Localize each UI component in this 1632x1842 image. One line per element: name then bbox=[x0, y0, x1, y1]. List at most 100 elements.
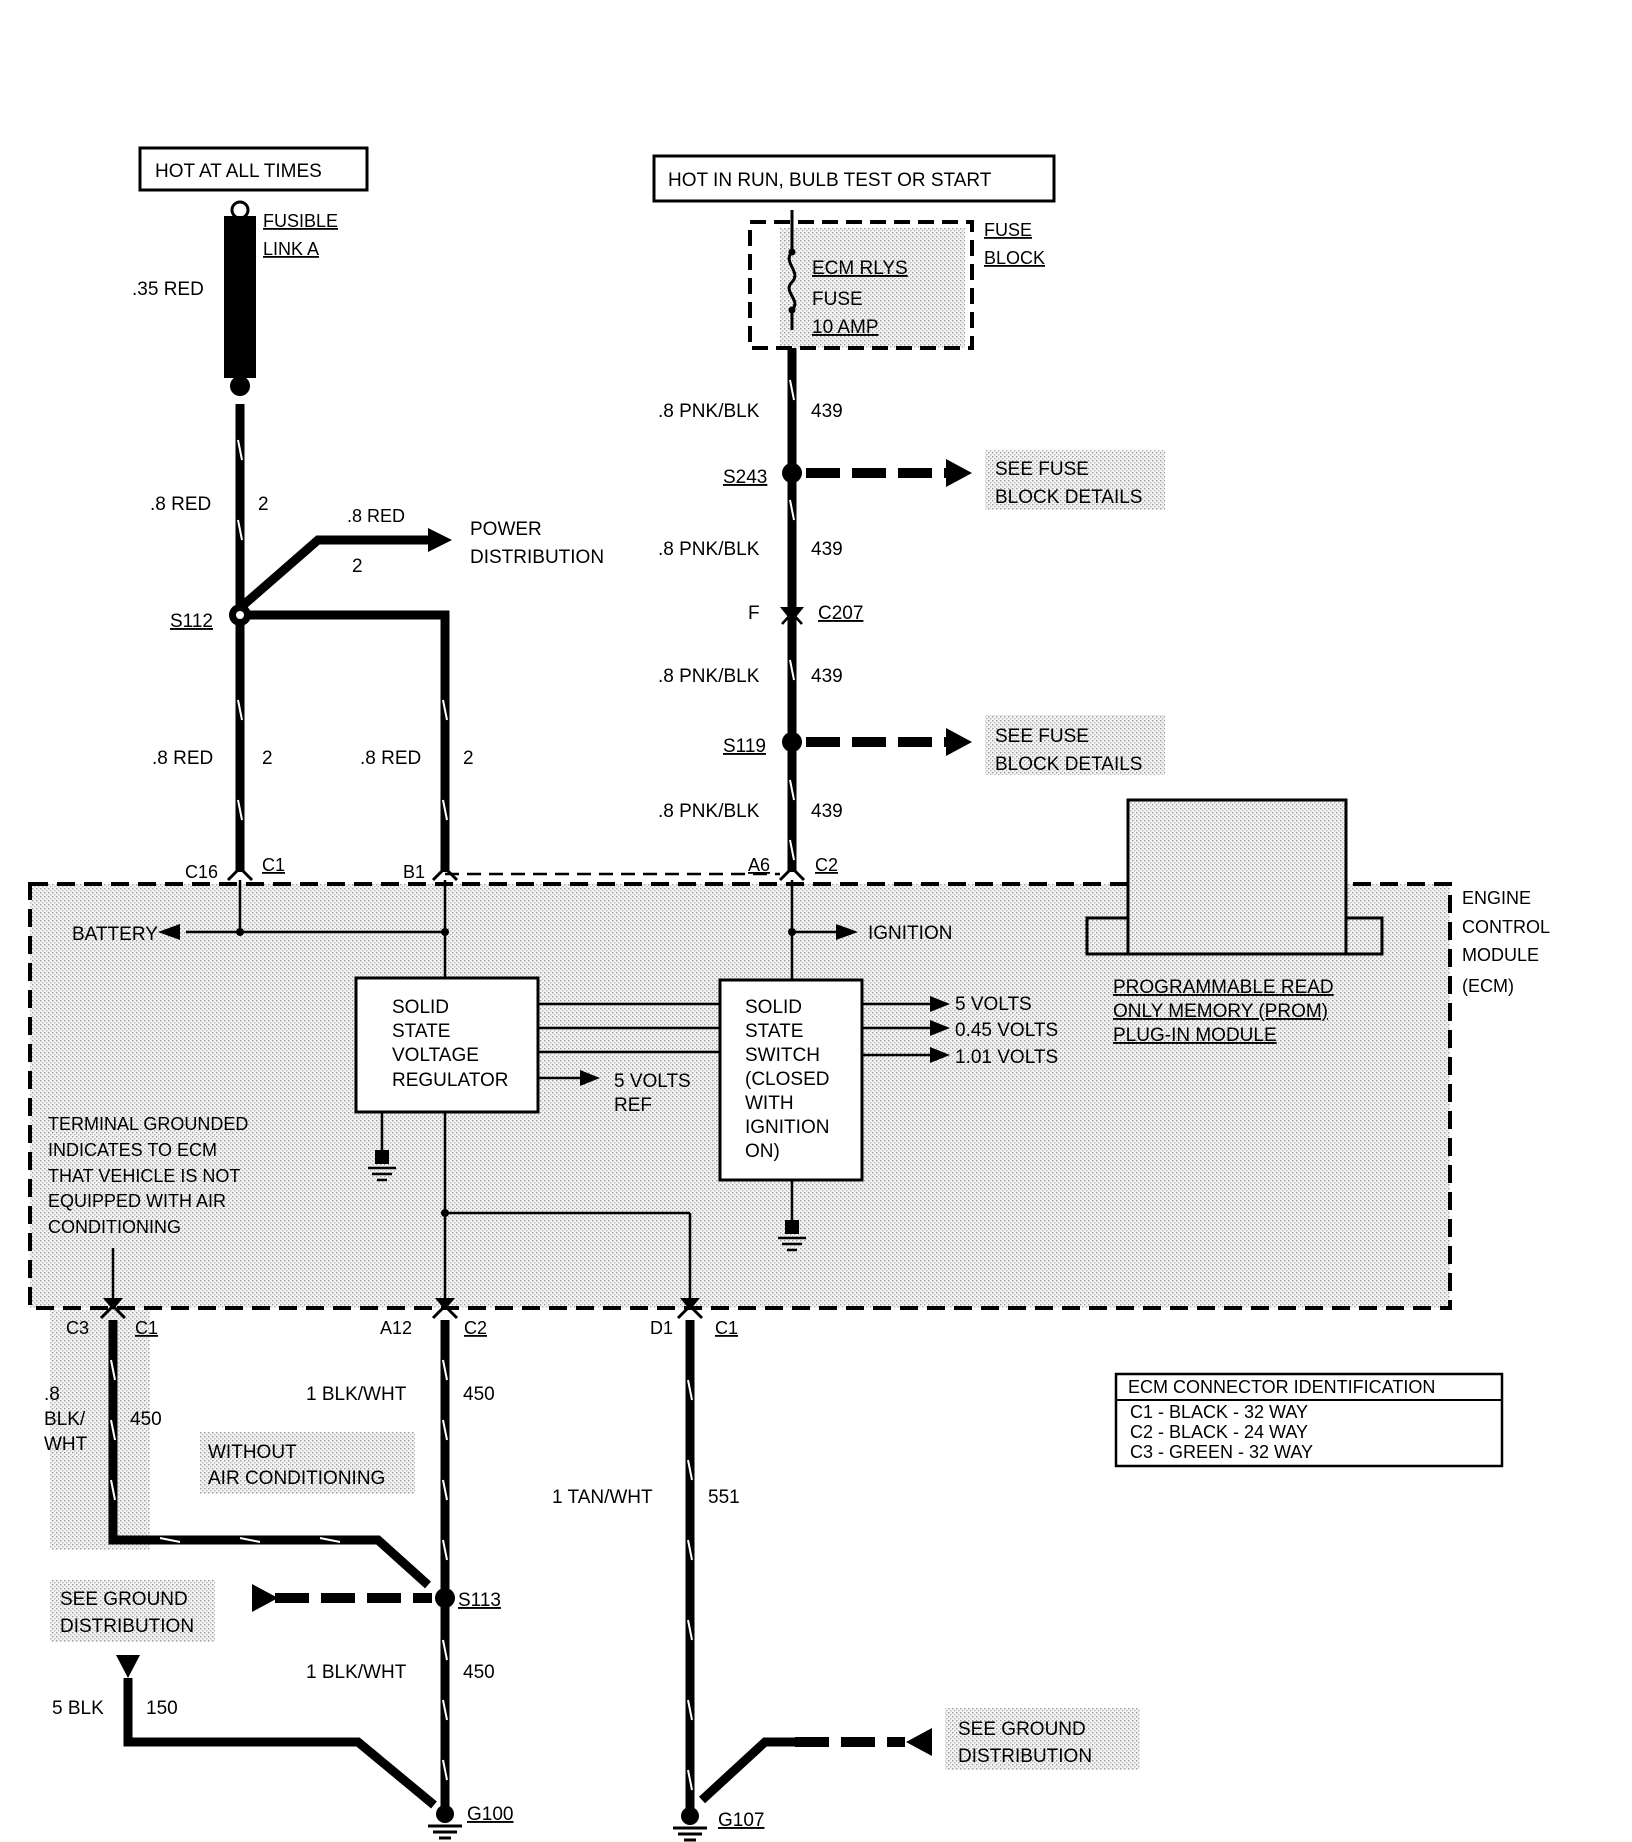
power-distribution-label-2: DISTRIBUTION bbox=[470, 547, 604, 568]
switch-label-6: IGNITION bbox=[745, 1117, 829, 1138]
wire-label-bw-1: .8 bbox=[44, 1384, 60, 1405]
ground-g100-symbol bbox=[428, 1805, 462, 1840]
hot-in-run-box bbox=[652, 154, 1056, 203]
splice-s113 bbox=[435, 1588, 455, 1608]
see-fuse-block-label-1a: SEE FUSE bbox=[995, 459, 1089, 480]
without-ac-label-1: WITHOUT bbox=[208, 1442, 297, 1463]
solid-state-switch bbox=[718, 978, 864, 1182]
ecm-bottom-connectors bbox=[99, 1298, 704, 1320]
prom-label-2: ONLY MEMORY (PROM) bbox=[1113, 1001, 1328, 1022]
pin-label-d1: D1 bbox=[650, 1318, 673, 1338]
see-fuse-block-label-1b: BLOCK DETAILS bbox=[995, 487, 1142, 508]
wire-red-2-power-distribution bbox=[237, 535, 430, 612]
regulator-label-1: SOLID bbox=[392, 997, 449, 1018]
output-5-volts: 5 VOLTS bbox=[955, 994, 1032, 1015]
connector-label-f: F bbox=[748, 603, 760, 624]
ac-note-line-4: EQUIPPED WITH AIR bbox=[48, 1191, 226, 1211]
circuit-label-2-upper: 2 bbox=[258, 494, 269, 515]
pin-label-c3: C3 bbox=[66, 1318, 89, 1338]
connector-label-c207: C207 bbox=[818, 603, 863, 624]
wire-label-red-branch: .8 RED bbox=[347, 506, 405, 526]
ref-5v-label-1: 5 VOLTS bbox=[614, 1071, 691, 1092]
circuit-label-2-left: 2 bbox=[262, 748, 273, 769]
ac-note-line-2: INDICATES TO ECM bbox=[48, 1140, 217, 1160]
ac-note-line-5: CONDITIONING bbox=[48, 1217, 181, 1237]
splice-label-s113: S113 bbox=[458, 1590, 501, 1611]
power-distribution-label-1: POWER bbox=[470, 519, 542, 540]
hot-at-all-times-box bbox=[138, 146, 369, 192]
regulator-label-4: REGULATOR bbox=[392, 1070, 509, 1091]
ecm-top-connectors bbox=[226, 865, 806, 882]
output-1-01-volts: 1.01 VOLTS bbox=[955, 1047, 1058, 1068]
connector-label-c2-top: C2 bbox=[815, 855, 838, 875]
circuit-label-450-left: 450 bbox=[130, 1409, 162, 1430]
fuse-type-label: FUSE bbox=[812, 289, 863, 310]
ac-note-line-1: TERMINAL GROUNDED bbox=[48, 1114, 248, 1134]
wire-ticks-bottom bbox=[110, 1359, 693, 1791]
ref-5v-label-2: REF bbox=[614, 1095, 652, 1116]
circuit-label-450-upper: 450 bbox=[463, 1384, 495, 1405]
regulator-label-3: VOLTAGE bbox=[392, 1045, 479, 1066]
ground-label-g107: G107 bbox=[718, 1810, 764, 1831]
circuit-label-150: 150 bbox=[146, 1698, 178, 1719]
see-ground-label-2b: DISTRIBUTION bbox=[958, 1746, 1092, 1767]
switch-label-7: ON) bbox=[745, 1141, 780, 1162]
ecm-label-2: CONTROL bbox=[1462, 917, 1550, 937]
fusible-link bbox=[224, 200, 256, 396]
wire-label-blk-wht-lower: 1 BLK/WHT bbox=[306, 1662, 407, 1683]
wire-g107-ground-link bbox=[698, 1737, 795, 1804]
circuit-label-439-3: 439 bbox=[811, 666, 843, 687]
circuit-label-439-4: 439 bbox=[811, 801, 843, 822]
ac-note-line-3: THAT VEHICLE IS NOT bbox=[48, 1166, 240, 1186]
fuse-name-label: ECM RLYS bbox=[812, 258, 908, 279]
connector-label-c1-bottom-right: C1 bbox=[715, 1318, 738, 1338]
wire-label-tan-wht: 1 TAN/WHT bbox=[552, 1487, 653, 1508]
circuit-label-439-1: 439 bbox=[811, 401, 843, 422]
circuit-label-439-2: 439 bbox=[811, 539, 843, 560]
prom-label-3: PLUG-IN MODULE bbox=[1113, 1025, 1277, 1046]
switch-ground-symbol bbox=[778, 1220, 806, 1252]
switch-label-4: (CLOSED bbox=[745, 1069, 829, 1090]
pin-label-b1: B1 bbox=[403, 862, 425, 882]
see-ground-label-2a: SEE GROUND bbox=[958, 1719, 1086, 1740]
connector-label-c1-top: C1 bbox=[262, 855, 285, 875]
switch-label-1: SOLID bbox=[745, 997, 802, 1018]
hot-at-all-times-label: HOT AT ALL TIMES bbox=[155, 161, 322, 182]
ground-label-g100: G100 bbox=[467, 1804, 513, 1825]
ecm-label-1: ENGINE bbox=[1462, 888, 1531, 908]
wire-label-pnk-blk-2: .8 PNK/BLK bbox=[658, 539, 760, 560]
connector-label-c1-bottom-left: C1 bbox=[135, 1318, 158, 1338]
see-ground-label-1a: SEE GROUND bbox=[60, 1589, 188, 1610]
ground-distribution-feed-arrow bbox=[116, 1655, 140, 1678]
circuit-label-551: 551 bbox=[708, 1487, 740, 1508]
wire-label-bw-3: WHT bbox=[44, 1434, 88, 1455]
splice-label-s112: S112 bbox=[170, 611, 213, 632]
fuse-block-label-1: FUSE bbox=[984, 220, 1032, 240]
wire-ticks-right bbox=[789, 379, 795, 861]
see-fuse-block-label-2b: BLOCK DETAILS bbox=[995, 754, 1142, 775]
wire-red-2-to-b1 bbox=[240, 610, 450, 872]
power-distribution-arrow bbox=[428, 528, 452, 552]
fusible-link-wire-label: .35 RED bbox=[132, 279, 204, 300]
connector-label-c2-bottom: C2 bbox=[464, 1318, 487, 1338]
shaded-backdrops bbox=[50, 228, 1165, 1770]
pin-label-a12: A12 bbox=[380, 1318, 412, 1338]
splice-label-s119: S119 bbox=[723, 736, 766, 757]
fuse-block-label-2: BLOCK bbox=[984, 248, 1045, 268]
wire-label-pnk-blk-1: .8 PNK/BLK bbox=[658, 401, 760, 422]
fuse-element bbox=[787, 210, 797, 330]
regulator-ground-symbol bbox=[368, 1150, 396, 1182]
circuit-label-2-right: 2 bbox=[463, 748, 474, 769]
fusible-link-label-1: FUSIBLE bbox=[263, 211, 338, 231]
connector-id-row-1: C1 - BLACK - 32 WAY bbox=[1130, 1402, 1308, 1422]
solid-state-voltage-regulator bbox=[354, 976, 540, 1114]
output-0-45-volts: 0.45 VOLTS bbox=[955, 1020, 1058, 1041]
wire-blk-150 bbox=[123, 1678, 437, 1809]
prom-label-1: PROGRAMMABLE READ bbox=[1113, 977, 1334, 998]
wire-label-red-upper: .8 RED bbox=[150, 494, 211, 515]
wire-label-pnk-blk-3: .8 PNK/BLK bbox=[658, 666, 760, 687]
pin-label-c16: C16 bbox=[185, 862, 218, 882]
fuse-rating-label: 10 AMP bbox=[812, 317, 879, 338]
ground-g107-symbol bbox=[673, 1807, 707, 1842]
